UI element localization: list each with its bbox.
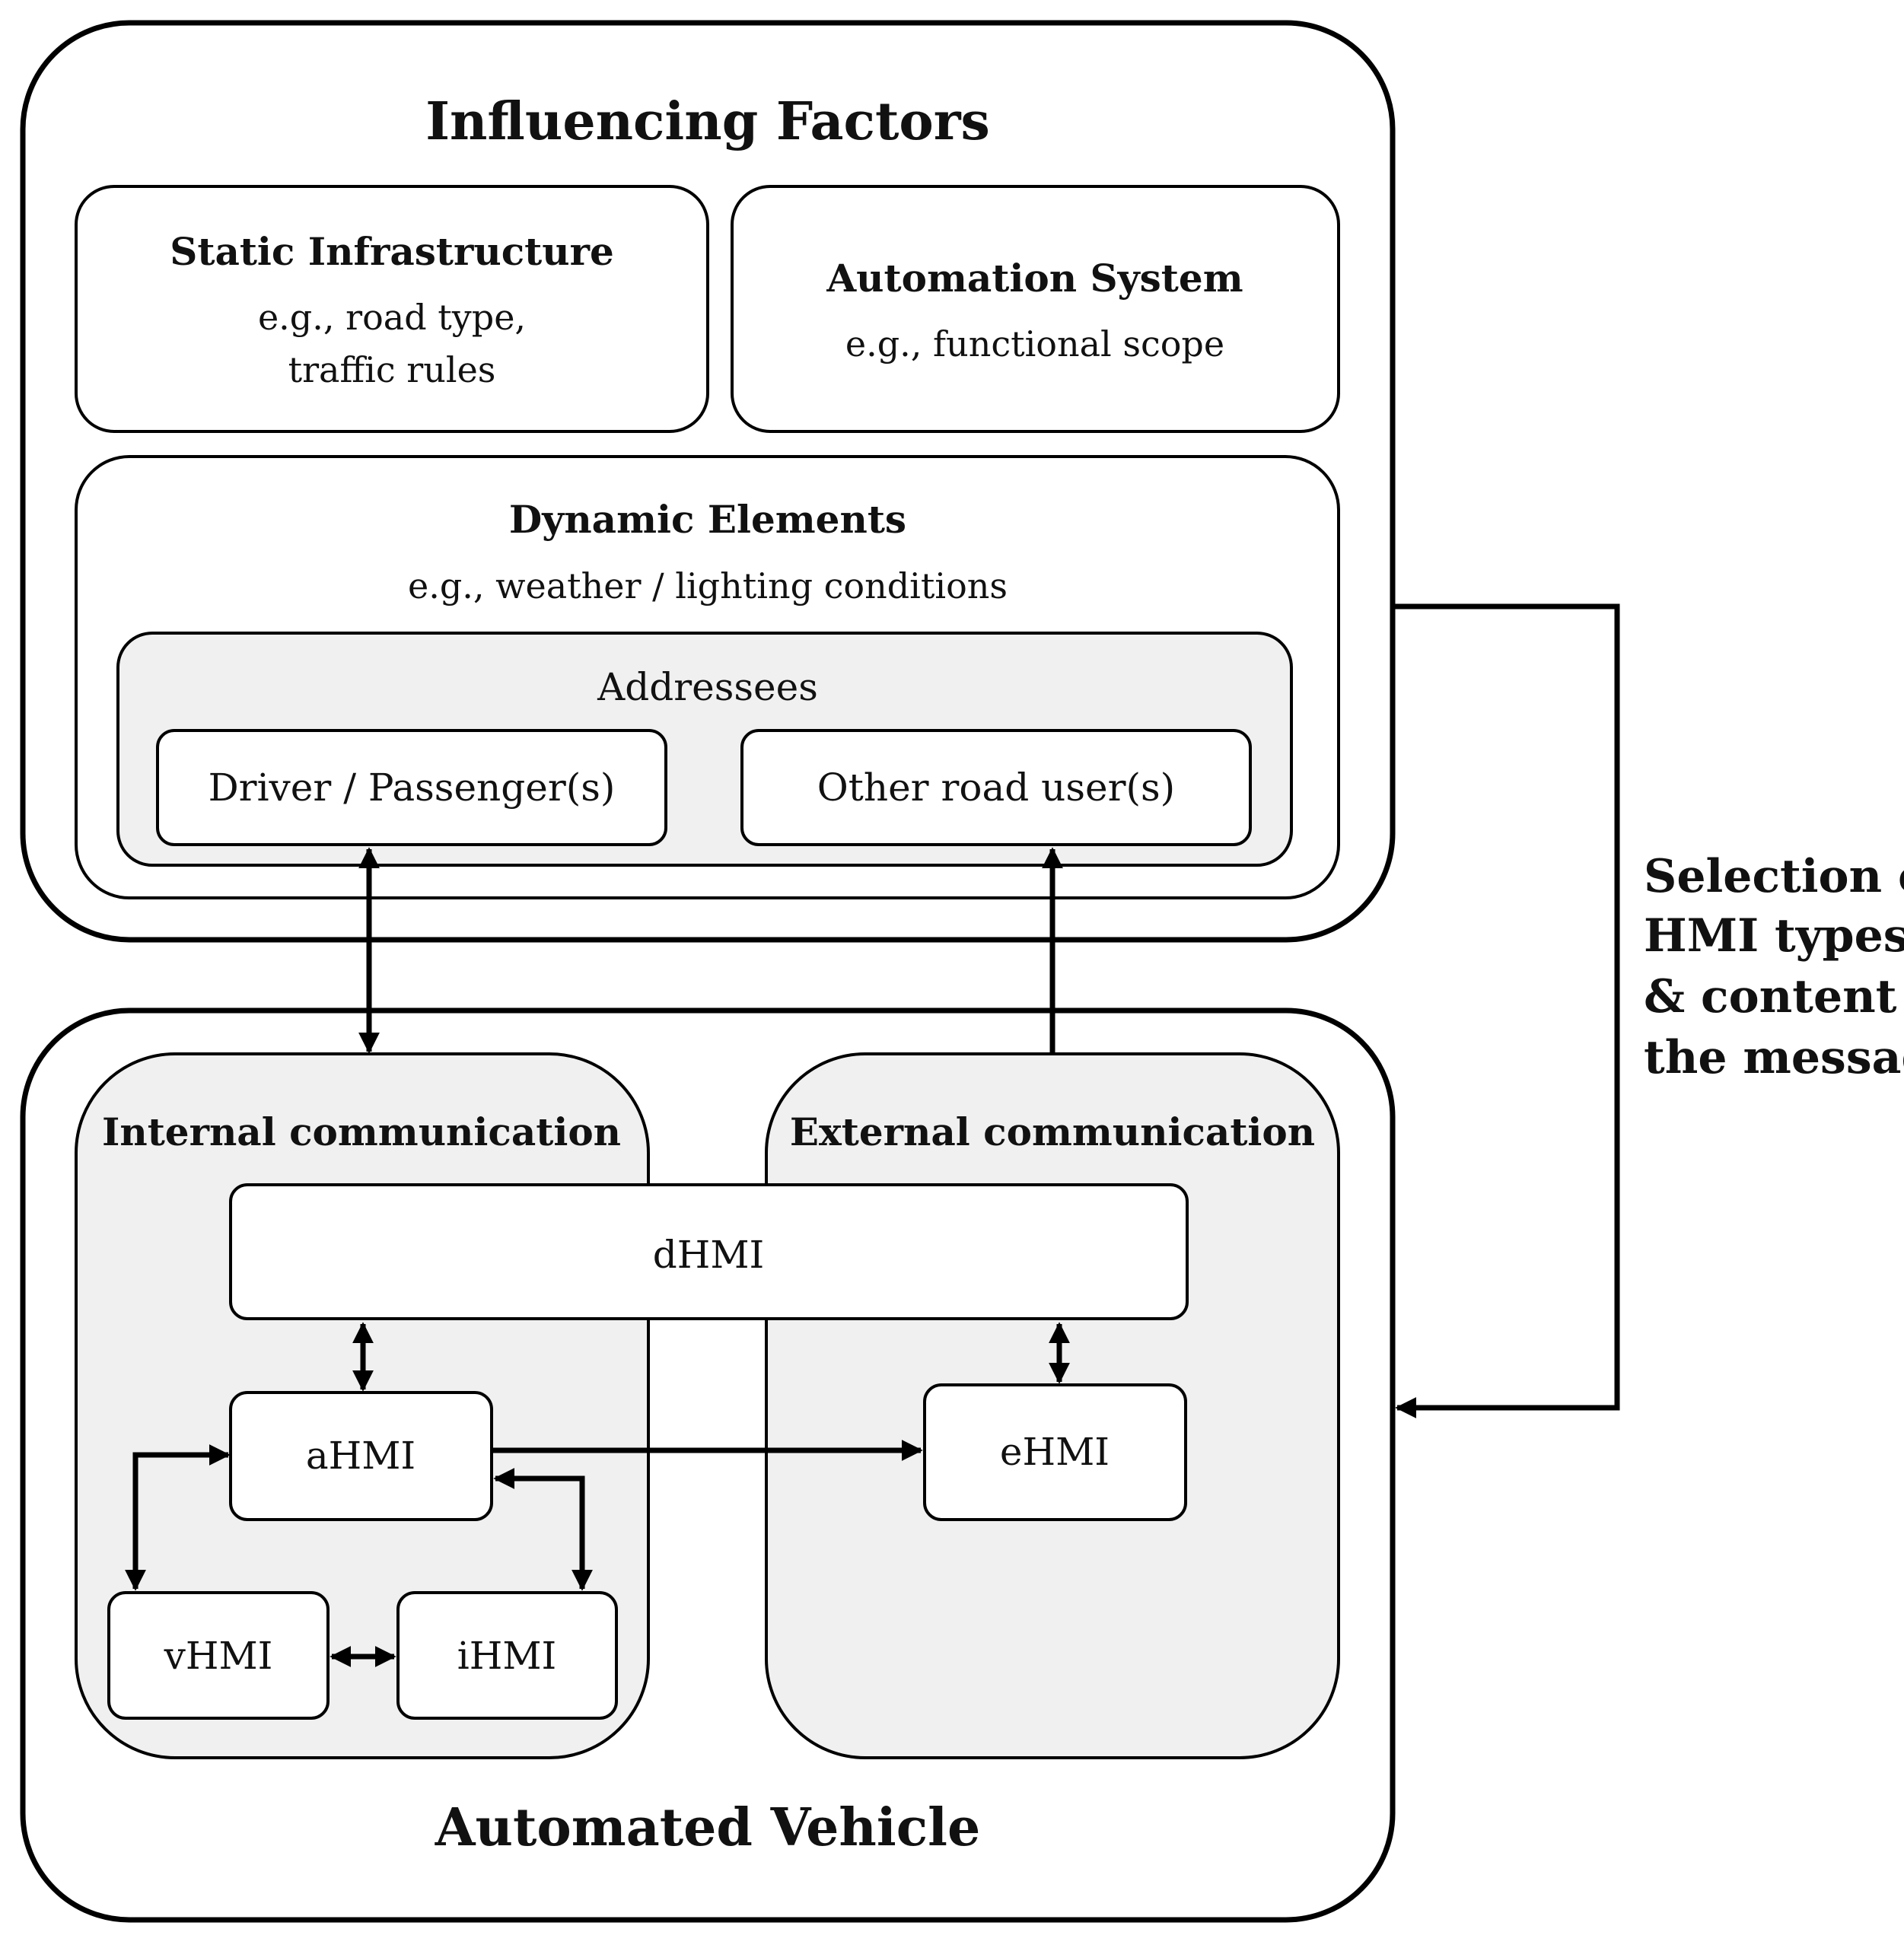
dynamic-elements-title: Dynamic Elements — [509, 497, 906, 542]
dhmi-box — [229, 1183, 1189, 1320]
ahmi-box — [229, 1391, 493, 1521]
feedback-label-line-2: HMI types — [1644, 909, 1904, 963]
feedback-label-line-4: the message — [1644, 1031, 1904, 1084]
external-communication-title: External communication — [790, 1109, 1315, 1154]
arrow-ahmi-vhmi — [125, 1444, 231, 1591]
static-infrastructure-example-2: traffic rules — [288, 349, 496, 390]
other-road-users-box — [740, 729, 1252, 846]
static-infrastructure-box — [75, 185, 709, 433]
feedback-arrow — [1393, 603, 1620, 1418]
static-infrastructure-title: Static Infrastructure — [170, 229, 614, 274]
vhmi-label: vHMI — [164, 1634, 273, 1678]
ahmi-label: aHMI — [306, 1434, 416, 1478]
internal-communication-title: Internal communication — [102, 1109, 621, 1154]
ihmi-label: iHMI — [457, 1634, 557, 1678]
addressees-title: Addressees — [597, 665, 818, 709]
dhmi-label: dHMI — [653, 1233, 765, 1277]
arrow-ahmi-ihmi — [493, 1468, 593, 1591]
dynamic-elements-example: e.g., weather / lighting conditions — [408, 565, 1008, 606]
influencing-factors-title: Influencing Factors — [425, 91, 990, 152]
ehmi-box — [923, 1383, 1187, 1521]
driver-passenger-label: Driver / Passenger(s) — [209, 766, 616, 810]
static-infrastructure-example-1: e.g., road type, — [258, 297, 526, 338]
ehmi-label: eHMI — [1000, 1430, 1110, 1474]
ihmi-box — [396, 1591, 618, 1720]
feedback-label-line-1: Selection of — [1644, 850, 1904, 903]
automation-system-example: e.g., functional scope — [845, 323, 1224, 364]
vhmi-box — [107, 1591, 330, 1720]
automation-system-box — [731, 185, 1340, 433]
automated-vehicle-title: Automated Vehicle — [435, 1797, 980, 1858]
other-road-users-label: Other road user(s) — [817, 766, 1175, 810]
feedback-label-line-3: & content of — [1644, 970, 1904, 1023]
driver-passenger-box — [156, 729, 667, 846]
automation-system-title: Automation System — [826, 256, 1243, 301]
